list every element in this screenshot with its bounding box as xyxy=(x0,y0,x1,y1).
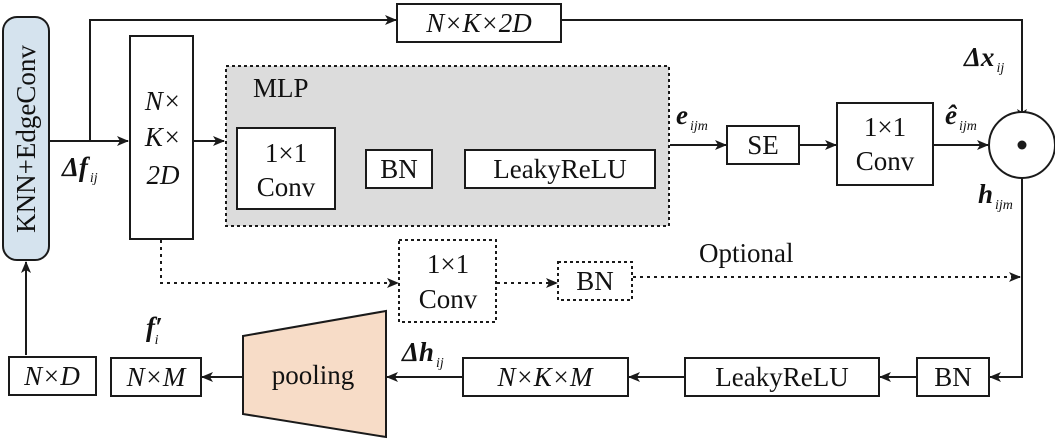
tall-shape-line-2: K× xyxy=(144,122,181,152)
label-delta-f-main: Δf xyxy=(61,152,91,182)
label-delta-x-sub: ij xyxy=(996,61,1004,76)
label-f-prime-sub: i xyxy=(155,333,159,348)
hadamard-dot xyxy=(1017,140,1027,150)
label-delta-x-main: Δx xyxy=(963,42,994,72)
label-delta-f-sub: ij xyxy=(90,171,98,186)
tall-shape-node: N× K× 2D xyxy=(129,35,194,240)
se-node: SE xyxy=(726,125,800,165)
bottom-bn-box xyxy=(916,357,990,397)
optional-bn-label: BN xyxy=(576,266,614,296)
label-e-ijm-sub: ijm xyxy=(690,119,708,134)
tall-shape-box xyxy=(129,35,194,240)
tall-shape-line-1: N× xyxy=(144,86,181,116)
mlp-conv-line-2: Conv xyxy=(257,172,316,202)
edge-opt-from-tall xyxy=(160,240,399,288)
bottom-bn-label: BN xyxy=(934,362,972,392)
label-delta-h-sub: ij xyxy=(436,356,444,371)
label-h-ijm-main: h xyxy=(978,179,993,209)
top-shape-box xyxy=(396,3,562,43)
optional-conv-line-1: 1×1 xyxy=(427,249,469,279)
label-f-prime: f′i xyxy=(146,312,163,348)
top-shape-label: N×K×2D xyxy=(425,8,532,38)
bottom-leaky-label: LeakyReLU xyxy=(715,362,848,392)
bottom-leaky-box xyxy=(684,357,880,397)
optional-conv-line-2: Conv xyxy=(419,284,478,314)
out-shape-node: N×M xyxy=(110,357,202,397)
mlp-leaky-box xyxy=(464,149,656,189)
conv-after-se-line-2: Conv xyxy=(856,146,915,176)
edge-knn-to-top xyxy=(89,15,397,141)
bottom-shape-node: N×K×M xyxy=(462,357,629,397)
optional-conv-node: 1×1 Conv xyxy=(398,239,497,323)
optional-label: Optional xyxy=(699,238,794,268)
label-e-ijm-main: e xyxy=(676,100,688,130)
bottom-shape-box xyxy=(462,357,629,397)
edge-odot-to-bn xyxy=(989,178,1023,382)
label-e-hat-ijm-sub: ijm xyxy=(959,119,977,134)
mlp-bn-label: BN xyxy=(380,154,418,184)
conv-after-se-node: 1×1 Conv xyxy=(836,102,934,186)
mlp-conv-line-1: 1×1 xyxy=(265,138,307,168)
pooling-shape xyxy=(242,309,387,439)
in-shape-node: N×D xyxy=(8,356,97,396)
out-shape-box xyxy=(110,357,202,397)
mlp-leaky-label: LeakyReLU xyxy=(493,154,626,184)
top-shape-node: N×K×2D xyxy=(396,3,562,43)
conv-after-se-box xyxy=(836,102,934,186)
bottom-leaky-node: LeakyReLU xyxy=(684,357,880,397)
optional-bn-box xyxy=(557,261,633,301)
mlp-group: MLP 1×1 Conv BN LeakyReLU xyxy=(225,65,670,227)
se-label: SE xyxy=(747,130,779,160)
mlp-title: MLP xyxy=(253,73,309,103)
label-h-ijm-sub: ijm xyxy=(995,198,1013,213)
tall-shape-line-3: 2D xyxy=(147,160,181,190)
knn-edgeconv-node: KNN+EdgeConv xyxy=(2,16,50,261)
bottom-shape-label: N×K×M xyxy=(497,362,594,392)
pooling-label: pooling xyxy=(272,360,355,390)
out-shape-label: N×M xyxy=(126,362,187,392)
se-box xyxy=(726,125,800,165)
optional-bn-node: BN xyxy=(557,261,633,301)
hadamard-node xyxy=(988,111,1055,179)
label-f-prime-main: f′ xyxy=(146,312,163,342)
in-shape-box xyxy=(8,356,97,396)
label-e-hat-ijm-main: ê xyxy=(945,100,958,130)
optional-conv-box xyxy=(398,239,497,323)
knn-edgeconv-box xyxy=(2,16,50,261)
pooling-node: pooling xyxy=(242,309,387,439)
knn-edgeconv-label: KNN+EdgeConv xyxy=(11,45,41,233)
edge-top-to-odot xyxy=(562,19,1027,121)
mlp-bn-box xyxy=(365,149,433,189)
bottom-bn-node: BN xyxy=(916,357,990,397)
in-shape-label: N×D xyxy=(23,361,80,391)
label-delta-h-main: Δh xyxy=(401,337,434,367)
conv-after-se-line-1: 1×1 xyxy=(864,112,906,142)
mlp-conv-box xyxy=(236,127,336,210)
